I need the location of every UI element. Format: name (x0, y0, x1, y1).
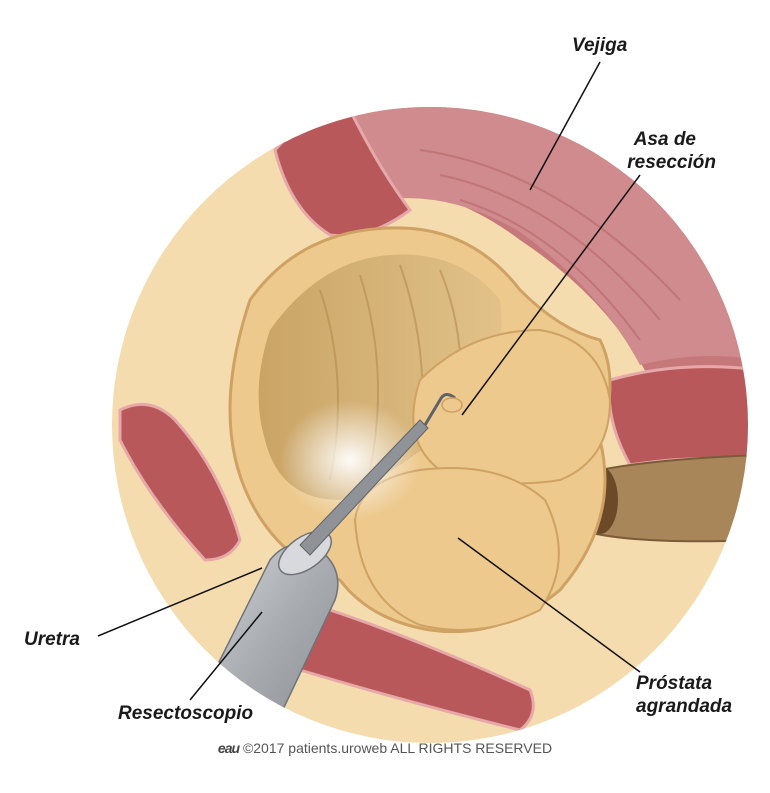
tissue-chip (441, 397, 463, 413)
label-urethra: Uretra (24, 629, 80, 650)
leader-prostate (457, 537, 641, 673)
light-glow (280, 400, 420, 520)
cavity-striations (319, 264, 462, 481)
label-prostate-line1: Próstata (636, 673, 713, 694)
leader-loop (461, 174, 641, 416)
copyright-footer: eau ©2017 patients.uroweb ALL RIGHTS RES… (0, 740, 770, 756)
label-loop-line2: resección (627, 152, 716, 173)
resection-loop (423, 393, 456, 426)
prostate-lobe-lower (353, 467, 560, 631)
label-resectoscope: Resectoscopio (118, 703, 254, 724)
bladder-folds (419, 149, 681, 341)
leader-bladder (529, 61, 601, 191)
label-prostate-line2: agrandada (636, 696, 733, 717)
eau-logo: eau (217, 740, 240, 756)
label-bladder: Vejiga (572, 35, 628, 56)
prostate-lobe-upper (412, 328, 612, 485)
leader-urethra (97, 567, 263, 637)
resectoscope-rod (299, 419, 429, 556)
label-loop-line1: Asa de (633, 129, 696, 150)
copyright-text: ©2017 patients.uroweb ALL RIGHTS RESERVE… (242, 740, 553, 756)
muscle-right (607, 365, 748, 467)
muscle-left (118, 402, 242, 562)
leader-resectoscope (189, 611, 263, 701)
